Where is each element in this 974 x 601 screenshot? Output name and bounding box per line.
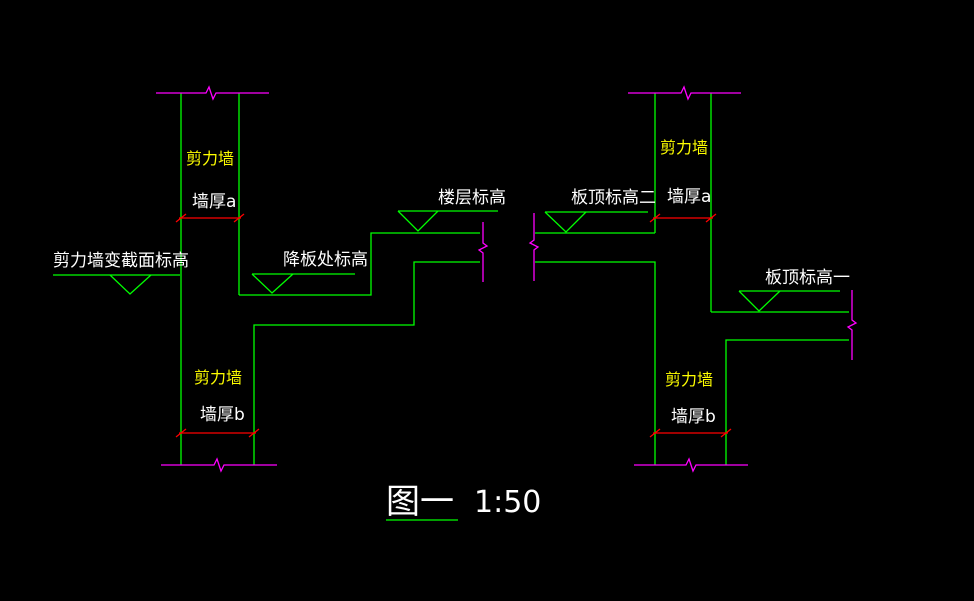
label-section-change-elev: 剪力墙变截面标高	[53, 251, 189, 271]
label-floor-elev: 楼层标高	[438, 188, 506, 208]
left-bottom-break-line	[161, 457, 277, 473]
figure-scale: 1:50	[474, 485, 541, 520]
floor-elev-marker	[397, 210, 498, 232]
right-slab-break-line	[528, 213, 540, 281]
right-thickness-a-dimension	[649, 213, 717, 223]
left-slab-break-line	[477, 222, 489, 282]
label-slab-top-elev-2: 板顶标高二	[571, 188, 656, 208]
slab-top-elev-2-marker	[544, 211, 648, 233]
right-wall-assembly	[535, 93, 849, 465]
right-thickness-b-dimension	[649, 428, 732, 438]
label-shear-wall-top-left: 剪力墙	[186, 149, 234, 168]
left-slab-top-line	[239, 232, 480, 296]
left-top-break-line	[156, 85, 269, 101]
section-change-elev-marker	[53, 274, 180, 295]
slab-drop-elev-marker	[251, 273, 355, 294]
figure-title: 图一	[386, 482, 454, 522]
label-thickness-b-right: 墙厚b	[671, 407, 716, 427]
label-shear-wall-bottom-left: 剪力墙	[194, 368, 242, 387]
right-edge-break-line	[846, 290, 858, 360]
label-shear-wall-top-right: 剪力墙	[660, 138, 708, 157]
label-thickness-b-left: 墙厚b	[200, 405, 245, 425]
label-slab-drop-elev: 降板处标高	[283, 250, 368, 270]
right-slab-1-bottom-line	[725, 339, 849, 465]
left-wall-assembly	[180, 93, 480, 465]
left-thickness-a-dimension	[175, 213, 245, 223]
right-bottom-break-line	[634, 457, 748, 473]
right-slab-bottom-line	[535, 261, 656, 465]
label-thickness-a-right: 墙厚a	[667, 187, 711, 207]
left-thickness-b-dimension	[175, 428, 260, 438]
label-shear-wall-bottom-right: 剪力墙	[665, 370, 713, 389]
left-slab-bottom-line	[253, 261, 480, 465]
label-thickness-a-left: 墙厚a	[192, 192, 236, 212]
slab-top-elev-1-marker	[738, 290, 840, 312]
right-top-break-line	[628, 85, 741, 101]
label-slab-top-elev-1: 板顶标高一	[765, 268, 850, 288]
